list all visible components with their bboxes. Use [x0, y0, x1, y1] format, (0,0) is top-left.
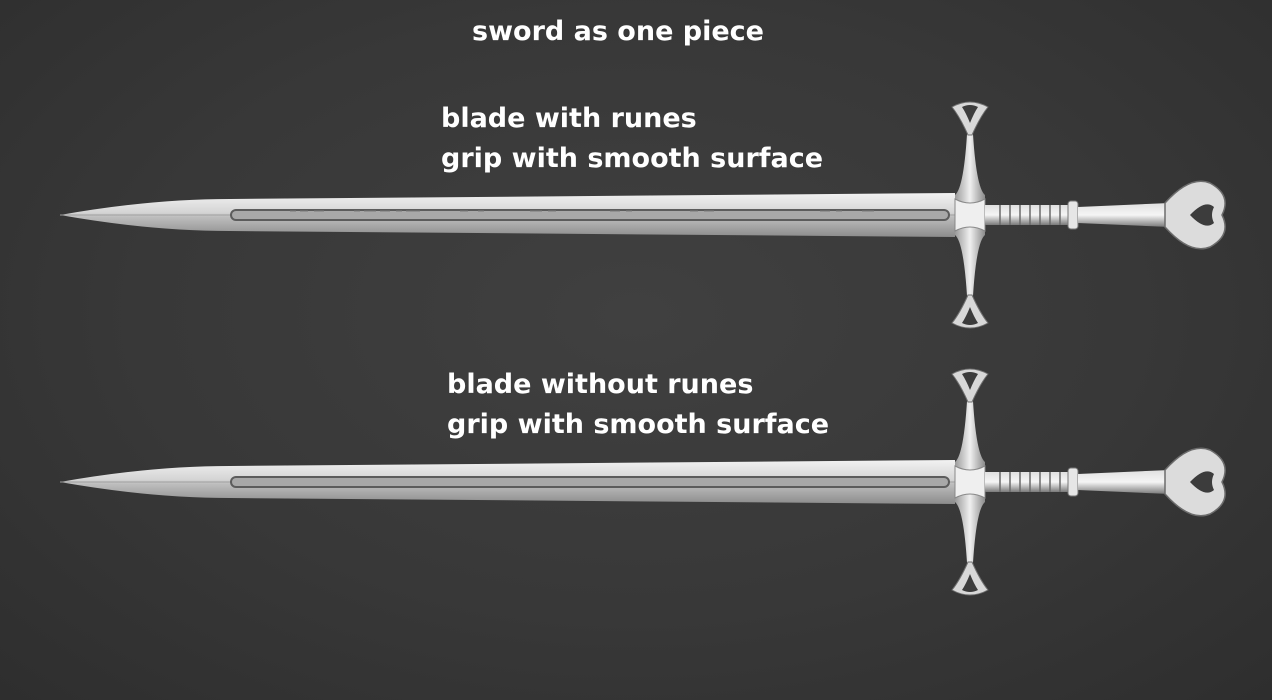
- blade-description: blade without runes: [447, 369, 754, 400]
- blade: [60, 460, 955, 504]
- crossguard: [951, 101, 989, 329]
- blade-description: blade with runes: [441, 103, 697, 134]
- grip-description: grip with smooth surface: [441, 143, 824, 174]
- page-title: sword as one piece: [472, 16, 764, 47]
- variant-caption-runes: blade with runes grip with smooth surfac…: [441, 99, 823, 179]
- grip-description: grip with smooth surface: [447, 409, 830, 440]
- grip: [985, 467, 1170, 497]
- variant-caption-no-runes: blade without runes grip with smooth sur…: [447, 365, 829, 445]
- sword-with-runes-image: [60, 101, 1226, 329]
- grip: [985, 200, 1170, 230]
- pommel: [1164, 447, 1226, 517]
- sword-without-runes-image: [60, 368, 1226, 596]
- blade: [60, 193, 955, 237]
- pommel: [1164, 180, 1226, 250]
- crossguard: [951, 368, 989, 596]
